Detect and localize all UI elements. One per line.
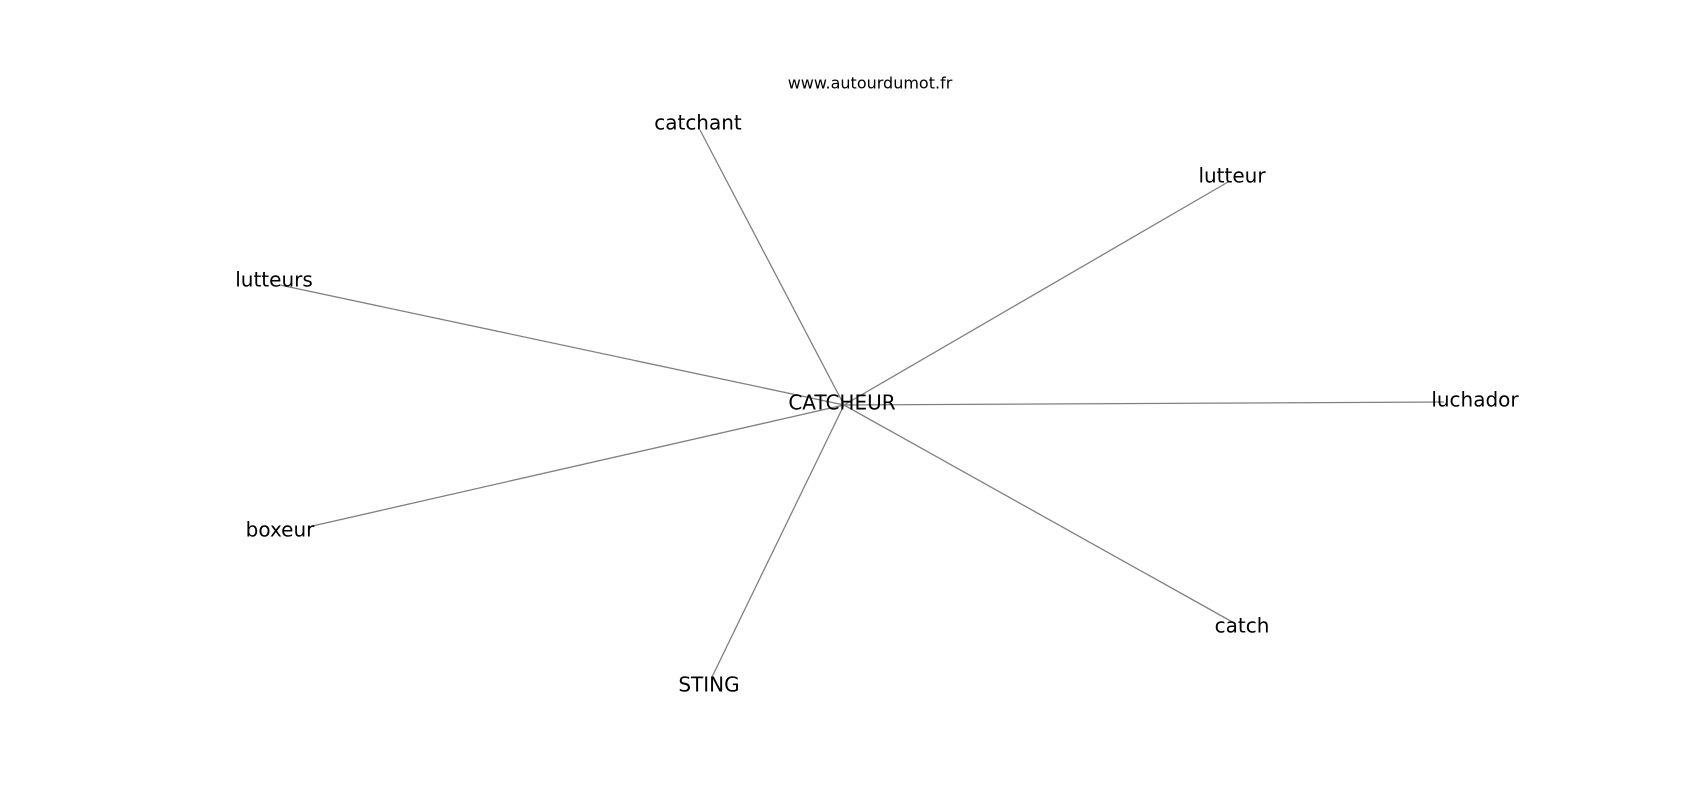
- node-catchant[interactable]: catchant: [654, 111, 742, 135]
- graph-nodes: CATCHEUR catchant lutteur lutteurs luchador b…: [235, 111, 1519, 697]
- edge-catcheur-lutteur: [843, 181, 1229, 406]
- edge-catcheur-catchant: [699, 129, 845, 406]
- watermark-url: www.autourdumot.fr: [787, 73, 953, 93]
- node-boxeur[interactable]: boxeur: [246, 518, 316, 542]
- edge-catcheur-catch: [843, 404, 1237, 625]
- node-sting[interactable]: STING: [678, 673, 739, 697]
- edge-catcheur-luchador: [843, 401, 1445, 406]
- node-center-catcheur[interactable]: CATCHEUR: [788, 391, 895, 415]
- node-luchador[interactable]: luchador: [1431, 388, 1519, 412]
- node-catch[interactable]: catch: [1215, 614, 1270, 638]
- edge-catcheur-lutteurs: [279, 284, 845, 406]
- graph-edges: [279, 129, 1445, 678]
- edge-catcheur-boxeur: [307, 404, 845, 528]
- node-lutteur[interactable]: lutteur: [1198, 164, 1266, 188]
- node-lutteurs[interactable]: lutteurs: [235, 268, 313, 292]
- edge-catcheur-sting: [711, 404, 845, 678]
